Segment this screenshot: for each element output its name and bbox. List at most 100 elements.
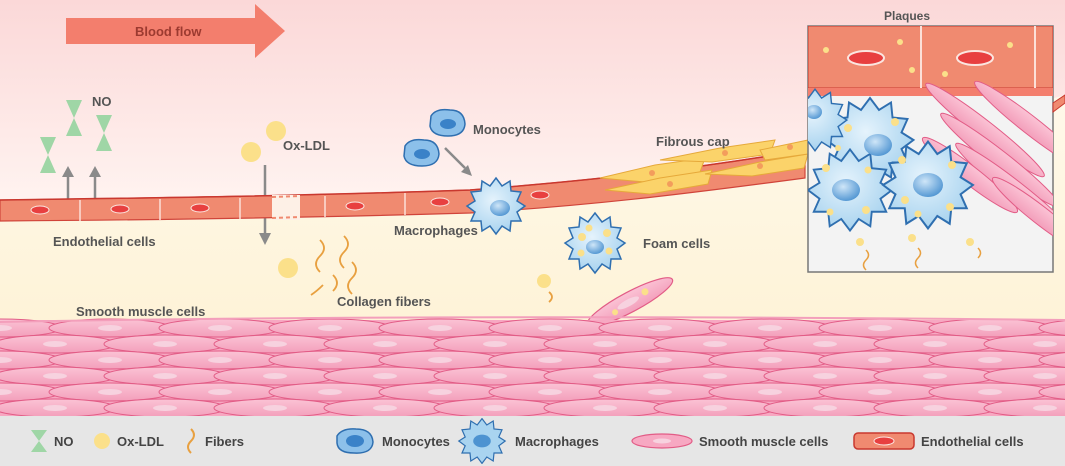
monocyte-migration-arrow: [444, 147, 472, 176]
smooth-muscle-nucleus: [153, 341, 177, 347]
legend-item-no: NO: [30, 416, 74, 466]
smooth-muscle-nucleus: [318, 389, 342, 395]
smooth-muscle-nucleus: [483, 373, 507, 379]
smooth-muscle-nucleus: [153, 405, 177, 411]
smooth-muscle-nucleus: [593, 373, 617, 379]
no-molecule-icon: [31, 430, 47, 452]
legend-label-macrophages: Macrophages: [515, 433, 599, 449]
smooth-muscle-nucleus: [538, 357, 562, 363]
foam-cells-label: Foam cells: [643, 236, 710, 251]
smooth-muscle-nucleus: [483, 341, 507, 347]
macrophage-icon: [457, 418, 507, 464]
smooth-muscle-nucleus: [538, 389, 562, 395]
smooth-muscle-nucleus: [98, 357, 122, 363]
smooth-muscle-nucleus: [208, 389, 232, 395]
smooth-muscle-cell: [1038, 320, 1065, 336]
smooth-muscle-cell: [1038, 384, 1065, 400]
smooth-muscle-cell-icon: [631, 433, 693, 449]
smooth-muscle-nucleus: [703, 341, 727, 347]
smooth-muscle-nucleus: [43, 341, 67, 347]
monocyte-icon: [336, 428, 374, 454]
legend-item-smooth-muscle-cells: Smooth muscle cells: [631, 416, 828, 466]
smooth-muscle-nucleus: [923, 373, 947, 379]
endothelial-cell-icon: [853, 432, 915, 450]
smooth-muscle-nucleus: [373, 341, 397, 347]
fibrous-cap-label: Fibrous cap: [656, 134, 730, 149]
smooth-muscle-nucleus: [0, 389, 12, 395]
legend-item-fibers: Fibers: [183, 416, 244, 466]
smooth-muscle-nucleus: [703, 405, 727, 411]
smooth-muscle-nucleus: [813, 373, 837, 379]
smooth-muscle-nucleus: [703, 373, 727, 379]
smooth-muscle-nucleus: [758, 357, 782, 363]
smooth-muscle-nucleus: [318, 325, 342, 331]
blood-flow-label: Blood flow: [135, 24, 202, 39]
monocytes-label: Monocytes: [473, 122, 541, 137]
smooth-muscle-nucleus: [208, 325, 232, 331]
foam-cell: [563, 211, 627, 275]
smooth-muscle-nucleus: [483, 405, 507, 411]
smooth-muscle-nucleus: [868, 325, 892, 331]
legend-item-endothelial-cells: Endothelial cells: [853, 416, 1024, 466]
smooth-muscle-nucleus: [263, 373, 287, 379]
smooth-muscle-nucleus: [648, 357, 672, 363]
smooth-muscle-layer: [0, 316, 1065, 416]
smooth-muscle-nucleus: [0, 325, 12, 331]
legend-label-no: NO: [54, 433, 74, 449]
smooth-muscle-nucleus: [428, 357, 452, 363]
legend-label-smooth-muscle-cells: Smooth muscle cells: [699, 433, 829, 449]
smooth-muscle-nucleus: [1033, 373, 1057, 379]
smooth-muscle-nucleus: [373, 373, 397, 379]
smooth-muscle-nucleus: [263, 341, 287, 347]
atherosclerosis-scene: Blood flow NO Ox-LDL: [0, 0, 1065, 416]
smooth-muscle-nucleus: [263, 405, 287, 411]
smooth-muscle-nucleus: [428, 389, 452, 395]
smooth-muscle-nucleus: [43, 373, 67, 379]
macrophage-cell: [465, 176, 527, 236]
smooth-muscle-cell: [1038, 352, 1065, 368]
legend-bar: NO Ox-LDL Fibers Monocytes Macrophages S…: [0, 416, 1065, 466]
smooth-muscle-cell: [983, 398, 1065, 416]
legend-item-ox-ldl: Ox-LDL: [93, 416, 164, 466]
smooth-muscle-nucleus: [373, 405, 397, 411]
smooth-muscle-nucleus: [868, 357, 892, 363]
smooth-muscle-nucleus: [593, 341, 617, 347]
smooth-muscle-nucleus: [1033, 405, 1057, 411]
smooth-muscle-nucleus: [648, 325, 672, 331]
smooth-muscle-nucleus: [813, 341, 837, 347]
smooth-muscle-nucleus: [758, 389, 782, 395]
smooth-muscle-cell: [983, 366, 1065, 386]
smooth-muscle-nucleus: [1033, 341, 1057, 347]
fiber-icon: [187, 428, 195, 454]
legend-label-endothelial-cells: Endothelial cells: [921, 433, 1024, 449]
smooth-muscle-nucleus: [98, 389, 122, 395]
smooth-muscle-nucleus: [593, 405, 617, 411]
collagen-fibers-label: Collagen fibers: [337, 294, 431, 309]
smooth-muscle-nucleus: [978, 389, 1002, 395]
no-molecules: [40, 100, 112, 173]
smooth-muscle-nucleus: [428, 325, 452, 331]
smooth-muscle-nucleus: [208, 357, 232, 363]
ox-ldl-label: Ox-LDL: [283, 138, 330, 153]
smooth-muscle-nucleus: [538, 325, 562, 331]
monocytes: [403, 108, 466, 167]
endothelial-cells-label: Endothelial cells: [53, 234, 156, 249]
smooth-muscle-nucleus: [758, 325, 782, 331]
ox-ldl-particles: [241, 121, 551, 288]
smooth-muscle-boundary: [0, 316, 1065, 323]
smooth-muscle-nucleus: [98, 325, 122, 331]
smooth-muscle-nucleus: [868, 389, 892, 395]
smooth-muscle-cell: [983, 334, 1065, 354]
macrophages-label: Macrophages: [394, 223, 478, 238]
blood-flow-arrow: Blood flow: [66, 4, 285, 58]
smooth-muscle-cells-label: Smooth muscle cells: [76, 304, 205, 319]
no-label: NO: [92, 94, 112, 109]
legend-item-monocytes: Monocytes: [334, 416, 450, 466]
legend-label-monocytes: Monocytes: [382, 433, 450, 449]
plaque-inset: Plaques: [807, 9, 1054, 273]
legend-label-ox-ldl: Ox-LDL: [117, 433, 164, 449]
smooth-muscle-nucleus: [978, 325, 1002, 331]
smooth-muscle-nucleus: [153, 373, 177, 379]
plaques-label: Plaques: [884, 9, 930, 23]
legend-label-fibers: Fibers: [205, 433, 245, 449]
